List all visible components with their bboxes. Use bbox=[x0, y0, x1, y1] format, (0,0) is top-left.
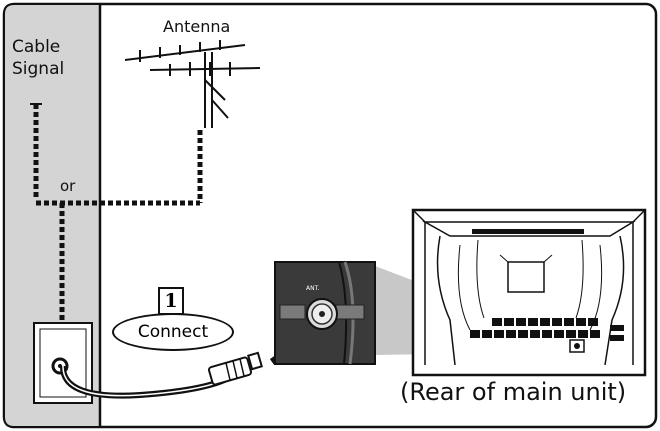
step-number-badge: 1 bbox=[158, 287, 184, 315]
or-label: or bbox=[60, 177, 76, 195]
port-label: ANT. bbox=[306, 285, 320, 292]
rear-of-main-unit-label: (Rear of main unit) bbox=[400, 378, 627, 406]
cable-signal-line2: Signal bbox=[12, 59, 65, 79]
tv-rear-icon bbox=[411, 208, 647, 377]
cable-signal-line1: Cable bbox=[12, 37, 61, 57]
cable-signal-label: Cable Signal bbox=[12, 36, 64, 80]
signal-cable-dashed bbox=[33, 104, 203, 323]
wall-panel bbox=[3, 3, 101, 428]
antenna-label: Antenna bbox=[163, 17, 231, 36]
antenna-port-closeup bbox=[274, 261, 376, 365]
connect-label: Connect bbox=[112, 313, 234, 351]
antenna-icon bbox=[124, 40, 261, 128]
coax-cable bbox=[59, 351, 263, 399]
